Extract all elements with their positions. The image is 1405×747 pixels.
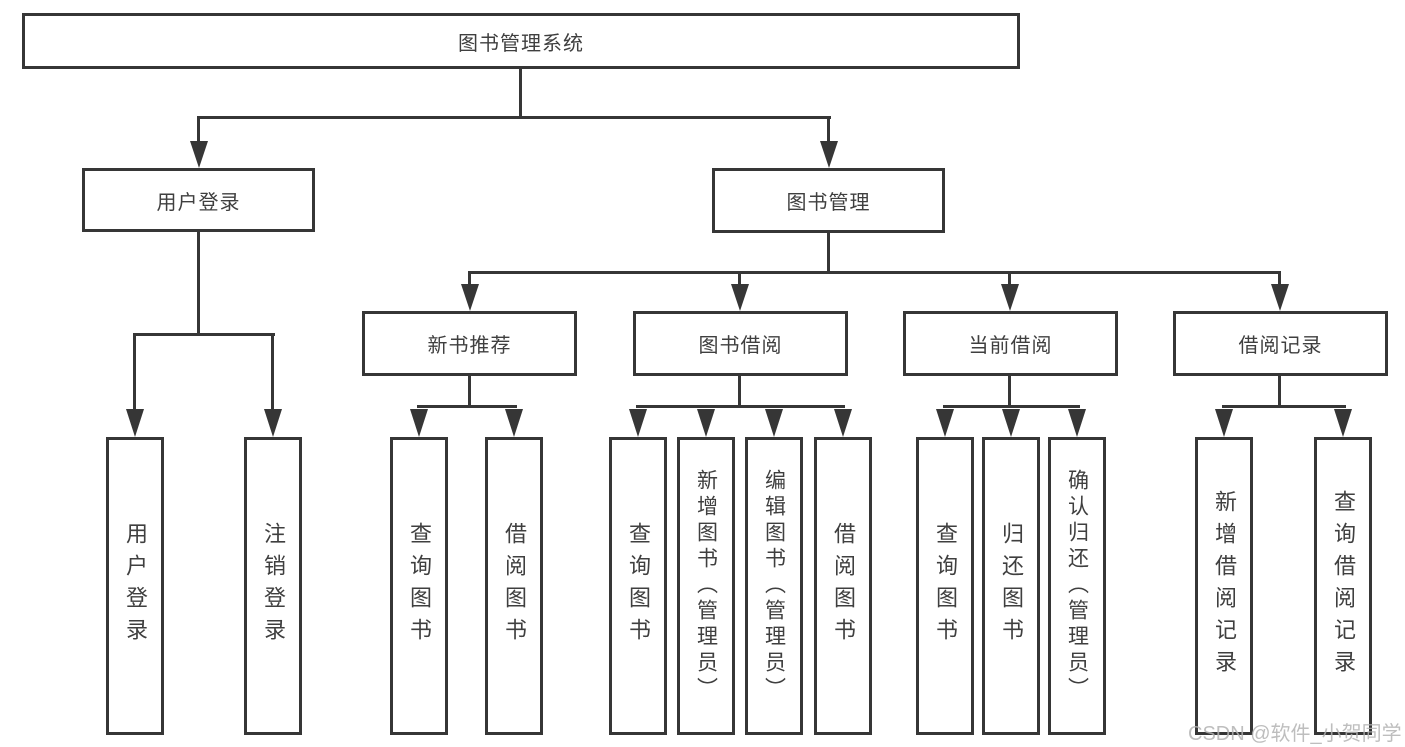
arrowhead xyxy=(1334,409,1352,437)
arrowhead xyxy=(264,409,282,437)
connector-line xyxy=(197,116,200,144)
node-root: 图书管理系统 xyxy=(22,13,1020,69)
arrowhead xyxy=(765,409,783,437)
connector-line xyxy=(197,116,831,119)
connector-line xyxy=(738,376,741,408)
watermark: CSDN @软件_小贺同学 xyxy=(1188,723,1402,745)
leaf-borrow-book-2-label: 借阅图书 xyxy=(831,522,856,650)
leaf-query-book-3-label: 查询图书 xyxy=(933,522,958,650)
connector-line xyxy=(468,271,1281,274)
arrowhead xyxy=(697,409,715,437)
arrowhead xyxy=(629,409,647,437)
node-book-borrow-label: 图书借阅 xyxy=(698,335,783,357)
leaf-return-book: 归还图书 xyxy=(982,437,1040,735)
arrowhead xyxy=(190,141,208,168)
leaf-edit-book-admin-label: 编辑图书（管理员） xyxy=(762,469,786,703)
node-root-label: 图书管理系统 xyxy=(458,32,584,55)
leaf-add-borrow-record-label: 新增借阅记录 xyxy=(1212,490,1237,682)
arrowhead xyxy=(505,409,523,437)
connector-line xyxy=(271,333,274,413)
node-new-book-recommend-label: 新书推荐 xyxy=(427,335,512,357)
leaf-confirm-return-admin: 确认归还（管理员） xyxy=(1048,437,1106,735)
leaf-confirm-return-admin-label: 确认归还（管理员） xyxy=(1065,469,1089,703)
node-borrow-record: 借阅记录 xyxy=(1173,311,1388,376)
leaf-edit-book-admin: 编辑图书（管理员） xyxy=(745,437,803,735)
leaf-logout-label: 注销登录 xyxy=(261,522,286,650)
arrowhead xyxy=(834,409,852,437)
connector-line xyxy=(1008,271,1011,287)
node-book-borrow: 图书借阅 xyxy=(633,311,848,376)
leaf-logout: 注销登录 xyxy=(244,437,302,735)
leaf-query-book-2: 查询图书 xyxy=(609,437,667,735)
arrowhead xyxy=(1215,409,1233,437)
connector-line xyxy=(827,233,830,273)
connector-line xyxy=(468,271,471,287)
connector-line xyxy=(133,333,275,336)
arrowhead xyxy=(410,409,428,437)
leaf-borrow-book-1: 借阅图书 xyxy=(485,437,543,735)
connector-line xyxy=(827,116,830,144)
node-book-management-label: 图书管理 xyxy=(786,192,871,214)
leaf-user-login: 用户登录 xyxy=(106,437,164,735)
arrowhead xyxy=(731,284,749,311)
connector-line xyxy=(1008,376,1011,408)
arrowhead xyxy=(820,141,838,168)
arrowhead xyxy=(936,409,954,437)
connector-line xyxy=(133,333,136,413)
node-borrow-record-label: 借阅记录 xyxy=(1238,335,1323,357)
connector-line xyxy=(1222,405,1346,408)
arrowhead xyxy=(461,284,479,311)
arrowhead xyxy=(1271,284,1289,311)
leaf-return-book-label: 归还图书 xyxy=(999,522,1024,650)
connector-line xyxy=(1278,376,1281,408)
leaf-query-book-1-label: 查询图书 xyxy=(407,522,432,650)
node-user-login-label: 用户登录 xyxy=(156,191,241,214)
leaf-add-borrow-record: 新增借阅记录 xyxy=(1195,437,1253,735)
connector-line xyxy=(636,405,845,408)
node-new-book-recommend: 新书推荐 xyxy=(362,311,577,376)
node-current-borrow: 当前借阅 xyxy=(903,311,1118,376)
leaf-query-book-1: 查询图书 xyxy=(390,437,448,735)
leaf-query-book-3: 查询图书 xyxy=(916,437,974,735)
arrowhead xyxy=(126,409,144,437)
node-book-management: 图书管理 xyxy=(712,168,945,233)
connector-line xyxy=(468,376,471,408)
leaf-add-book-admin: 新增图书（管理员） xyxy=(677,437,735,735)
leaf-borrow-book-2: 借阅图书 xyxy=(814,437,872,735)
leaf-borrow-book-1-label: 借阅图书 xyxy=(502,522,527,650)
connector-line xyxy=(738,271,741,287)
connector-line xyxy=(417,405,517,408)
leaf-add-book-admin-label: 新增图书（管理员） xyxy=(694,469,718,703)
connector-line xyxy=(197,232,200,336)
arrowhead xyxy=(1002,409,1020,437)
connector-line xyxy=(519,68,522,119)
arrowhead xyxy=(1068,409,1086,437)
arrowhead xyxy=(1001,284,1019,311)
node-current-borrow-label: 当前借阅 xyxy=(968,335,1053,357)
connector-line xyxy=(1278,271,1281,287)
leaf-query-borrow-record-label: 查询借阅记录 xyxy=(1331,490,1356,682)
leaf-query-borrow-record: 查询借阅记录 xyxy=(1314,437,1372,735)
connector-line xyxy=(943,405,1080,408)
node-user-login: 用户登录 xyxy=(82,168,315,232)
leaf-user-login-label: 用户登录 xyxy=(123,522,148,650)
leaf-query-book-2-label: 查询图书 xyxy=(626,522,651,650)
